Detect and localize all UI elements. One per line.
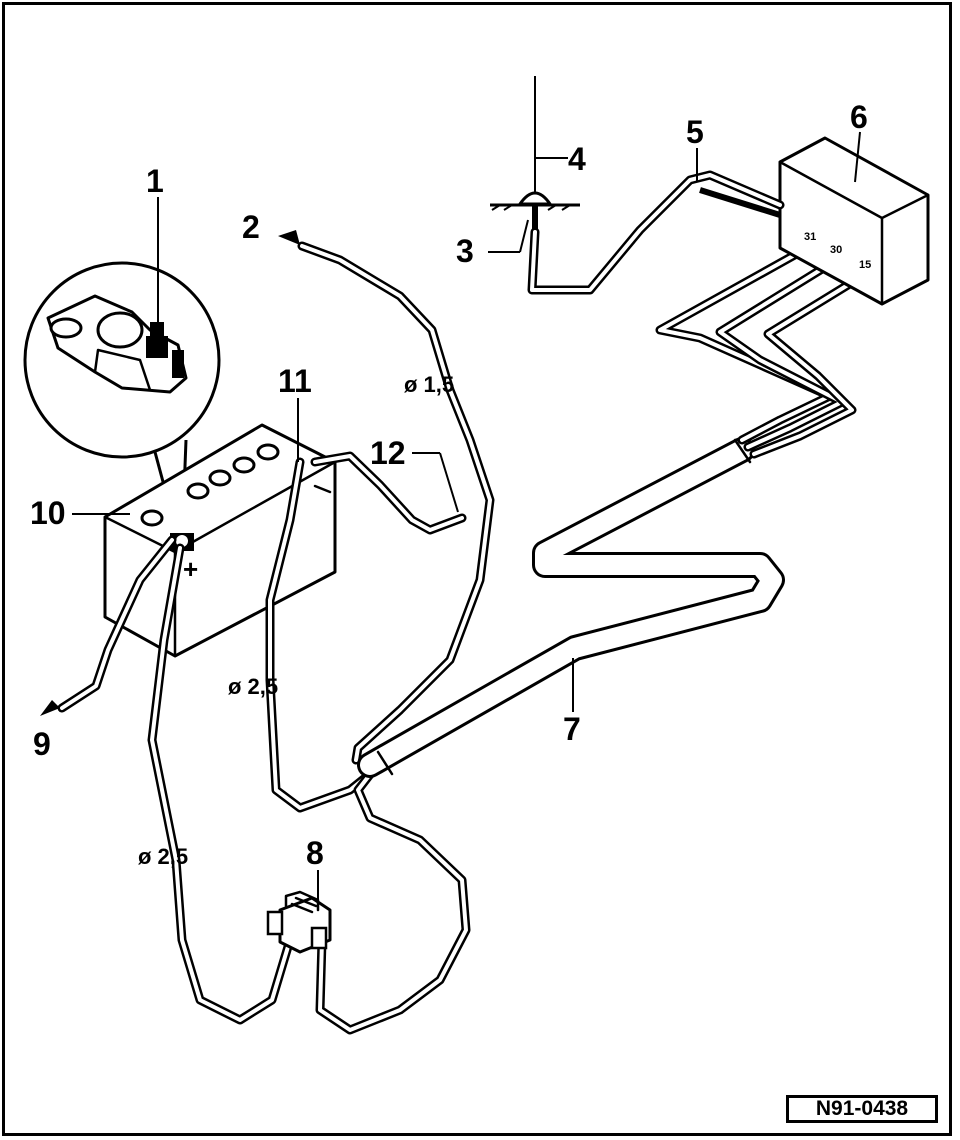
control-unit: 31 30 15: [778, 136, 930, 306]
callout-2: 2: [242, 209, 260, 245]
callout-10: 10: [30, 495, 66, 531]
callout-12: 12: [370, 435, 406, 471]
callout-6: 6: [850, 99, 868, 135]
leader-lines: [72, 131, 861, 904]
ground-point: [490, 76, 785, 295]
battery-polarity-sign: +: [183, 554, 198, 584]
callout-4: 4: [568, 141, 586, 177]
wiring-harness: [357, 247, 861, 778]
callout-5: 5: [686, 114, 704, 150]
gauge-label-1: ø 1,5: [404, 372, 454, 397]
callout-labels: 1 2 3 4 5 6 7 8 9 10 11 12: [30, 99, 868, 871]
callout-3: 3: [456, 233, 474, 269]
terminal-31-label: 31: [804, 231, 816, 243]
battery: +: [103, 423, 337, 658]
wire-gauge-labels: ø 1,5 ø 2,5 ø 2,5: [138, 372, 454, 869]
terminal-15-label: 15: [859, 259, 871, 271]
callout-9: 9: [33, 726, 51, 762]
callout-1: 1: [146, 163, 164, 199]
wires: [40, 230, 495, 1035]
terminal-30-label: 30: [830, 244, 842, 256]
callout-11: 11: [278, 363, 312, 399]
callout-8: 8: [306, 835, 324, 871]
reference-code: N91-0438: [786, 1095, 938, 1123]
gauge-label-3: ø 2,5: [138, 844, 188, 869]
callout-7: 7: [563, 711, 581, 747]
gauge-label-2: ø 2,5: [228, 674, 278, 699]
fuse-holder: [266, 890, 332, 954]
